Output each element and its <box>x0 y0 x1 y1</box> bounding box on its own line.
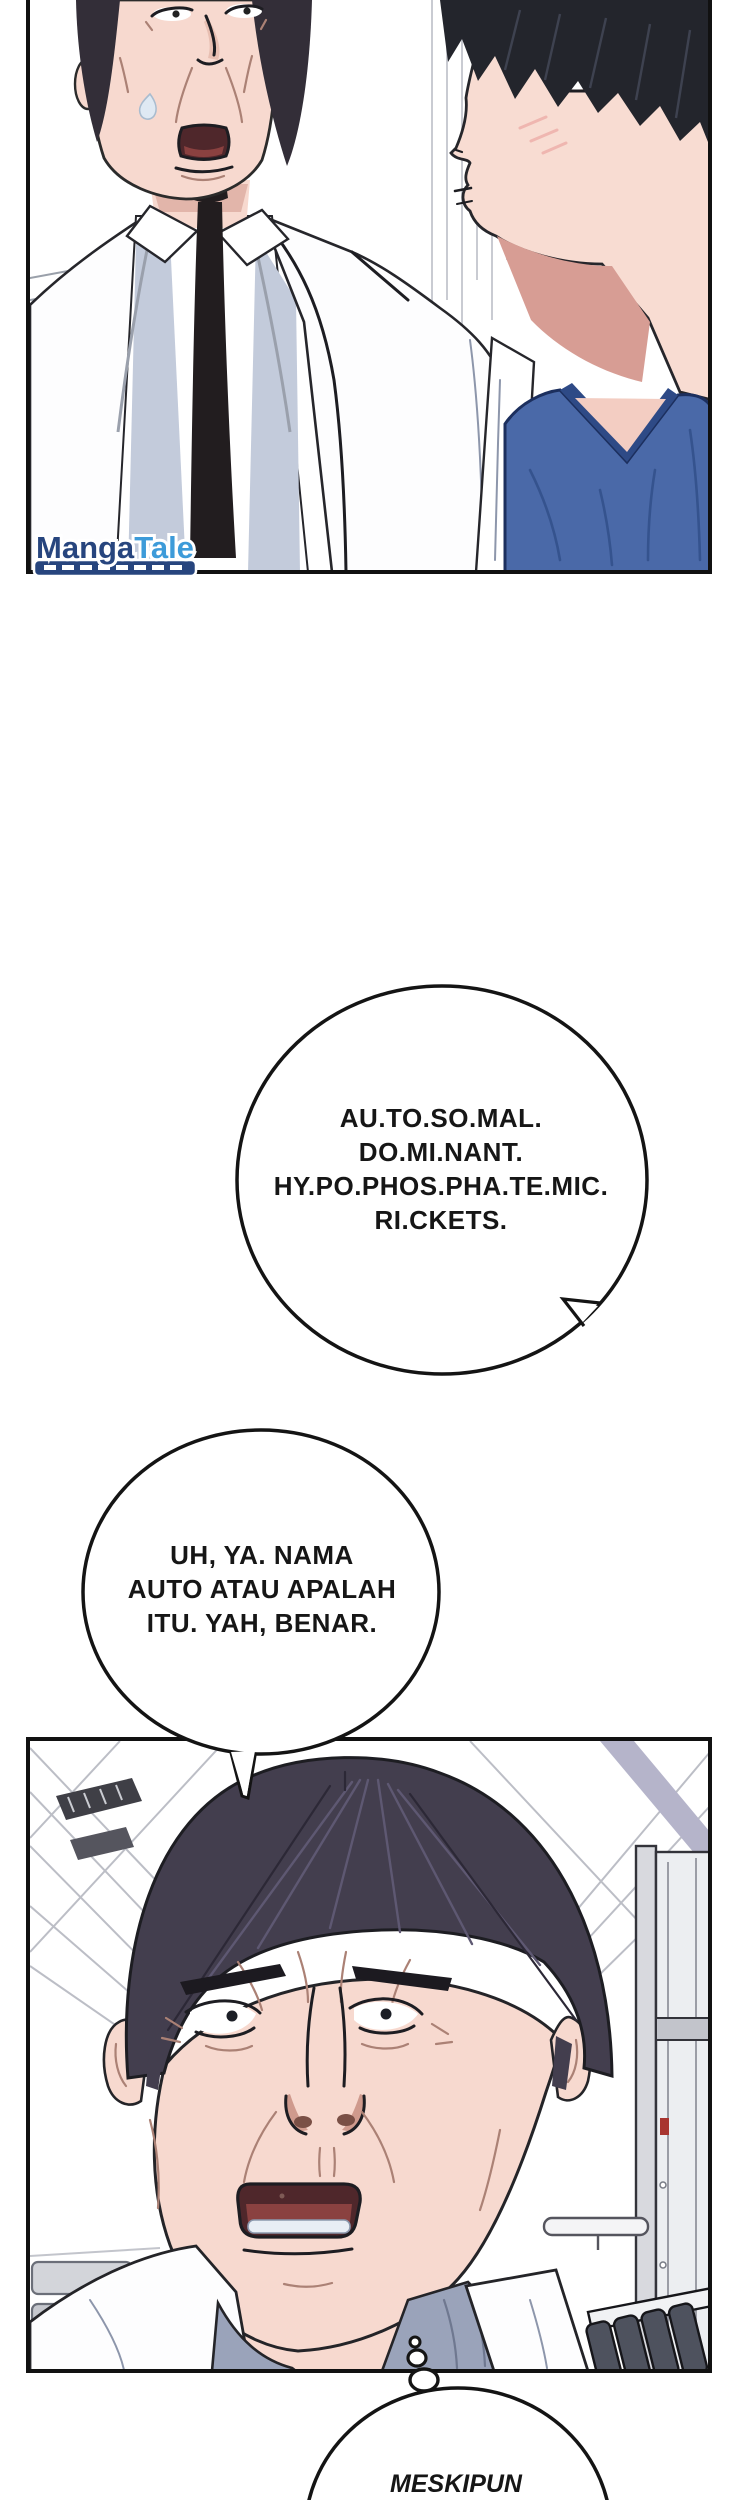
eyebrow-right <box>352 1966 452 1991</box>
doctor-hair <box>76 0 120 142</box>
speech-bubble-diagnosis: AU.TO.SO.MAL. DO.MI.NANT. HY.PO.PHOS.PHA… <box>235 984 649 1376</box>
thought-dot-3 <box>408 2367 440 2393</box>
hair-highlight-streaks <box>503 9 692 119</box>
bubble1-line1: AU.TO.SO.MAL. <box>340 1103 542 1133</box>
young-doctor-neck-shadow <box>497 236 650 382</box>
mangatale-logo: MangaTale <box>32 527 198 578</box>
sweat-drop-icon <box>138 92 157 120</box>
wall-trim-left <box>30 2247 161 2257</box>
hallway-door-frames <box>634 1844 708 2369</box>
eyebrow-left <box>180 1964 286 1995</box>
thought-dot-1 <box>408 2335 422 2349</box>
logo-text-manga: Manga <box>36 530 135 565</box>
blush-lines <box>518 115 568 155</box>
logo-banner <box>32 558 198 578</box>
bubble1-notch <box>563 1299 598 1323</box>
logo-text-tale: Tale <box>134 530 194 565</box>
senior-doctor-figure <box>30 0 507 570</box>
scrub-fold-lines <box>528 428 702 567</box>
panel1-border <box>26 0 712 574</box>
logo-banner-dashes <box>44 565 182 570</box>
closeup-eyes <box>160 1997 454 2052</box>
bubble2-line2: AUTO ATAU APALAH <box>128 1574 396 1604</box>
thought-bubble-meskipun: MESKIPUN <box>307 2335 609 2500</box>
nasolabial-right <box>360 2110 396 2184</box>
doctor-collar-right <box>216 208 290 267</box>
bubble1-line2: DO.MI.NANT. <box>359 1137 523 1167</box>
blue-scrub-top <box>503 383 708 570</box>
sideburn-left <box>146 2032 166 2090</box>
panel2-border <box>26 1737 712 2373</box>
doctor-nose <box>196 14 224 66</box>
panel-bottom-closeup <box>26 1737 712 2373</box>
nasolabial-left <box>242 2110 278 2184</box>
dark-chair-row <box>585 2287 708 2369</box>
doctor-shirt-shade-right <box>248 236 300 570</box>
closeup-nose <box>284 1986 366 2178</box>
bubble2-line3: ITU. YAH, BENAR. <box>147 1608 378 1638</box>
doctor-eyes <box>144 4 268 32</box>
bubble1-line4: RI.CKETS. <box>374 1205 507 1235</box>
wall-handrail <box>542 2216 650 2250</box>
red-door-sign <box>660 2118 669 2135</box>
young-doctor-hair <box>440 0 708 142</box>
coat-right-shoulder <box>464 2268 589 2369</box>
closeup-shoulders <box>30 2244 589 2369</box>
closeup-mouth-open <box>236 2182 362 2288</box>
bubble2-text: UH, YA. NAMA AUTO ATAU APALAH ITU. YAH, … <box>128 1540 396 1638</box>
speech-bubble-reply: UH, YA. NAMA AUTO ATAU APALAH ITU. YAH, … <box>81 1428 441 1800</box>
sideburn-right <box>552 2036 572 2090</box>
doctor-face-wrinkles <box>118 54 254 182</box>
thought-dot-2 <box>406 2348 428 2368</box>
ceiling-vent <box>56 1778 142 1860</box>
vneck-chest-skin <box>575 398 666 452</box>
doctor-hair-right <box>252 0 312 166</box>
young-doctor-figure <box>440 0 708 570</box>
thought-text-line: MESKIPUN <box>390 2470 523 2498</box>
doctor-mouth-open <box>174 123 234 174</box>
ceiling-beam <box>600 1741 708 1870</box>
shirt-collar-left <box>210 2298 296 2369</box>
bubble1-line3: HY.PO.PHOS.PHA.TE.MIC. <box>274 1171 609 1201</box>
logo-text: MangaTale <box>36 530 194 565</box>
young-doctor-mouth <box>453 148 473 205</box>
bubble1-text: AU.TO.SO.MAL. DO.MI.NANT. HY.PO.PHOS.PHA… <box>274 1103 609 1235</box>
bubble2-line1: UH, YA. NAMA <box>170 1540 354 1570</box>
coat-left-shoulder <box>30 2244 252 2369</box>
doctor-collar-left <box>125 204 200 264</box>
panel-top-two-doctors: MangaTale <box>26 0 712 578</box>
doctor-shirt-shade-left <box>128 238 186 570</box>
